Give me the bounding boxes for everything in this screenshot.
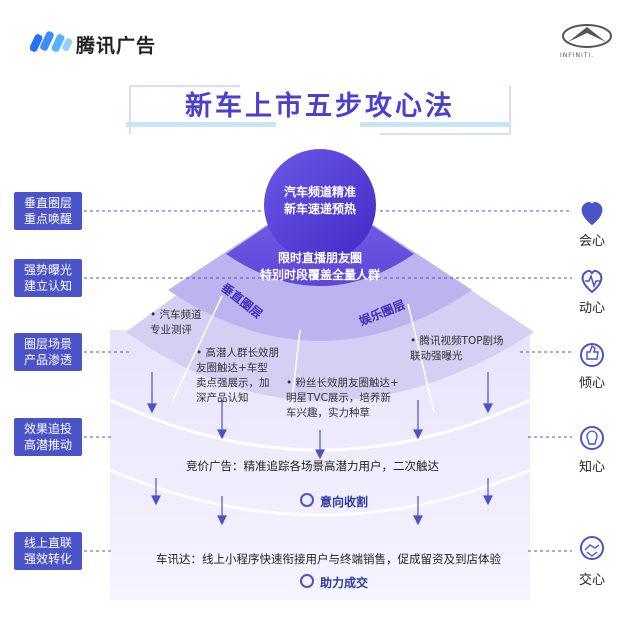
segment-2-text: • 高潜人群长效朋 友圈触达+车型 卖点强展示，加 深产品认知 [196, 347, 280, 404]
target-icon [300, 493, 314, 507]
heart-label-5: 交心 [578, 573, 605, 588]
center-top-text: 汽车频道精准 新车速递预热 [283, 185, 356, 216]
step-4-label: 效果追投 高潜推动 [14, 418, 82, 456]
step-3-label: 圈层场景 产品渗透 [14, 333, 82, 371]
heart-label-3: 倾心 [578, 376, 605, 391]
ring-text: 限时直播朋友圈 特别时段覆盖全量人群 [259, 251, 380, 282]
step-2-label: 强势曝光 建立认知 [14, 259, 82, 297]
checheda-text: 车讯达：线上小程序快速衔接用户与终端销售，促成留资及到店体验 [156, 552, 501, 566]
segment-4-text: • 腾讯视频TOP剧场 联动强曝光 [410, 335, 504, 362]
step-1-label: 垂直圈层 重点唤醒 [14, 192, 82, 230]
page-title: 新车上市五步攻心法 [185, 91, 455, 122]
segment-1-text: • 汽车频道 专业测评 [150, 309, 202, 336]
title-decoration [126, 85, 511, 135]
step-5-label: 线上直联 强效转化 [14, 532, 82, 570]
heart-label-4: 知心 [578, 460, 605, 475]
segment-3-text: • 粉丝长效朋友圈触达+ 明星TVC展示，培养新 车兴趣，实力种草 [286, 377, 399, 419]
heart-label-2: 动心 [578, 301, 605, 316]
close-deal-button: 助力成交 [320, 576, 369, 590]
infiniti-logo-icon [562, 24, 612, 48]
intent-harvest-button: 意向收割 [320, 495, 369, 509]
logo-text: 腾讯广告 [76, 35, 157, 57]
heart-icons [580, 201, 604, 560]
bidding-text: 竞价广告：精准追踪各场景高潜力用户，二次触达 [186, 459, 439, 473]
deal-icon [300, 574, 314, 588]
tencent-ads-logo-icon [30, 31, 73, 52]
heart-label-1: 会心 [578, 234, 605, 249]
brand-text: INFINITI. [560, 52, 595, 59]
